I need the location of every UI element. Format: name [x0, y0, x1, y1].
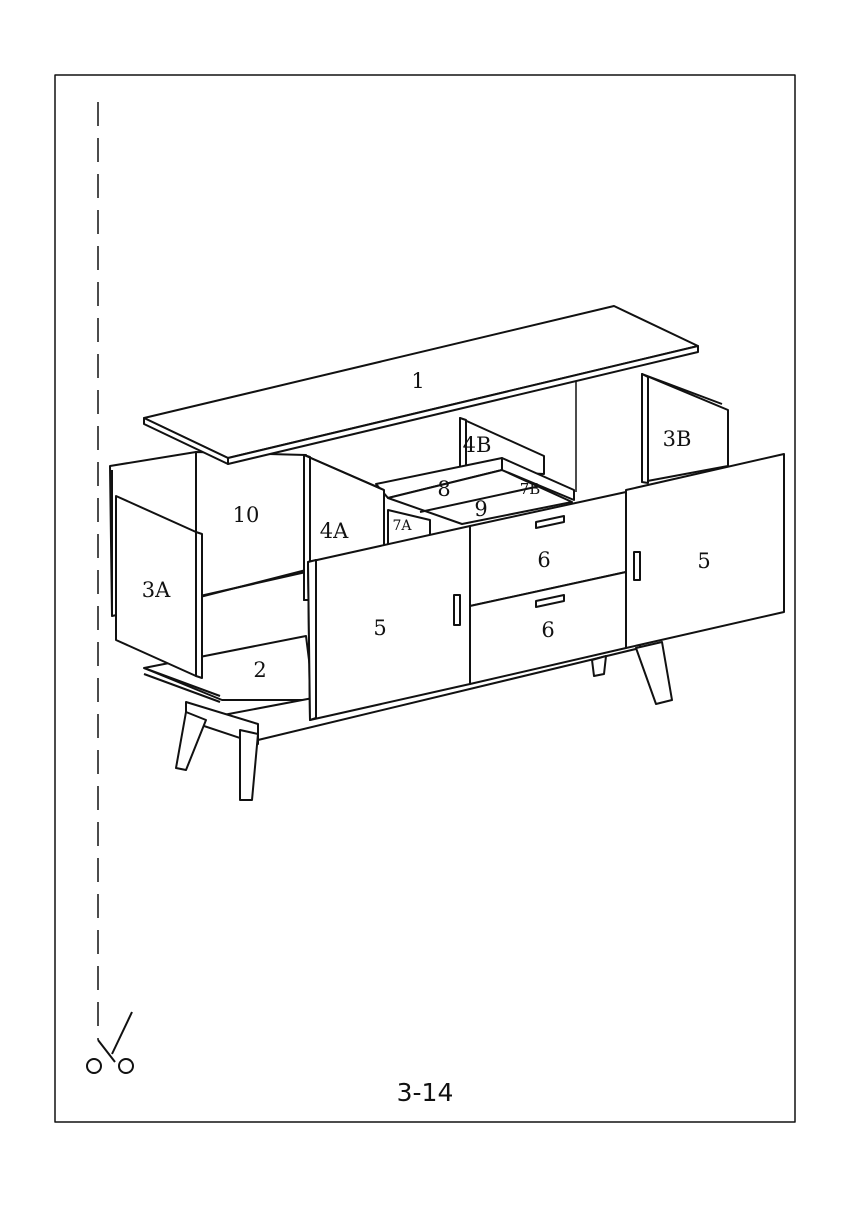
back-panel-shelf-line: [199, 571, 307, 597]
left-door-handle: [453, 594, 461, 626]
label-back-panel: 10: [233, 503, 260, 527]
drawer-runner-right-panel: [501, 457, 575, 501]
label-right-door: 5: [697, 549, 710, 573]
right-side-top-edge: [641, 373, 723, 405]
top-panel-front-edge: [227, 345, 699, 465]
label-left-door: 5: [373, 616, 386, 640]
right-door-panel: [625, 453, 785, 649]
page-border: [54, 74, 796, 1123]
shelf-front-line: [419, 485, 541, 513]
label-left-side: 3A: [142, 578, 171, 602]
bottom-panel-edge: [143, 673, 221, 703]
label-bottom-panel: 2: [253, 658, 266, 682]
label-shelf-back: 8: [437, 477, 450, 501]
page-number: 3-14: [396, 1078, 454, 1107]
label-right-divider: 4B: [463, 433, 492, 457]
left-front-leg: [175, 711, 207, 771]
scissors-icon: [86, 1011, 134, 1074]
label-lower-drawer: 6: [541, 618, 554, 642]
label-left-divider: 4A: [320, 519, 349, 543]
left-door-edge: [307, 559, 317, 721]
left-side-edge: [195, 531, 203, 679]
label-right-side: 3B: [663, 427, 692, 451]
right-door-handle: [633, 551, 641, 581]
label-top-panel: 1: [411, 369, 424, 393]
left-divider-top-edge: [303, 454, 385, 491]
upper-drawer-handle: [535, 515, 565, 529]
label-upper-drawer: 6: [537, 548, 550, 572]
right-back-leg: [591, 655, 607, 677]
label-drawer-runner-right: 7B: [520, 480, 541, 498]
label-shelf: 9: [474, 497, 487, 521]
shelf-panel: [387, 469, 573, 525]
right-side-edge: [641, 373, 649, 484]
left-middle-leg: [239, 729, 259, 801]
lower-drawer-handle: [535, 594, 565, 608]
right-front-leg: [635, 641, 673, 705]
label-drawer-runner-left: 7A: [392, 518, 412, 534]
bottom-panel-front: [143, 667, 221, 697]
